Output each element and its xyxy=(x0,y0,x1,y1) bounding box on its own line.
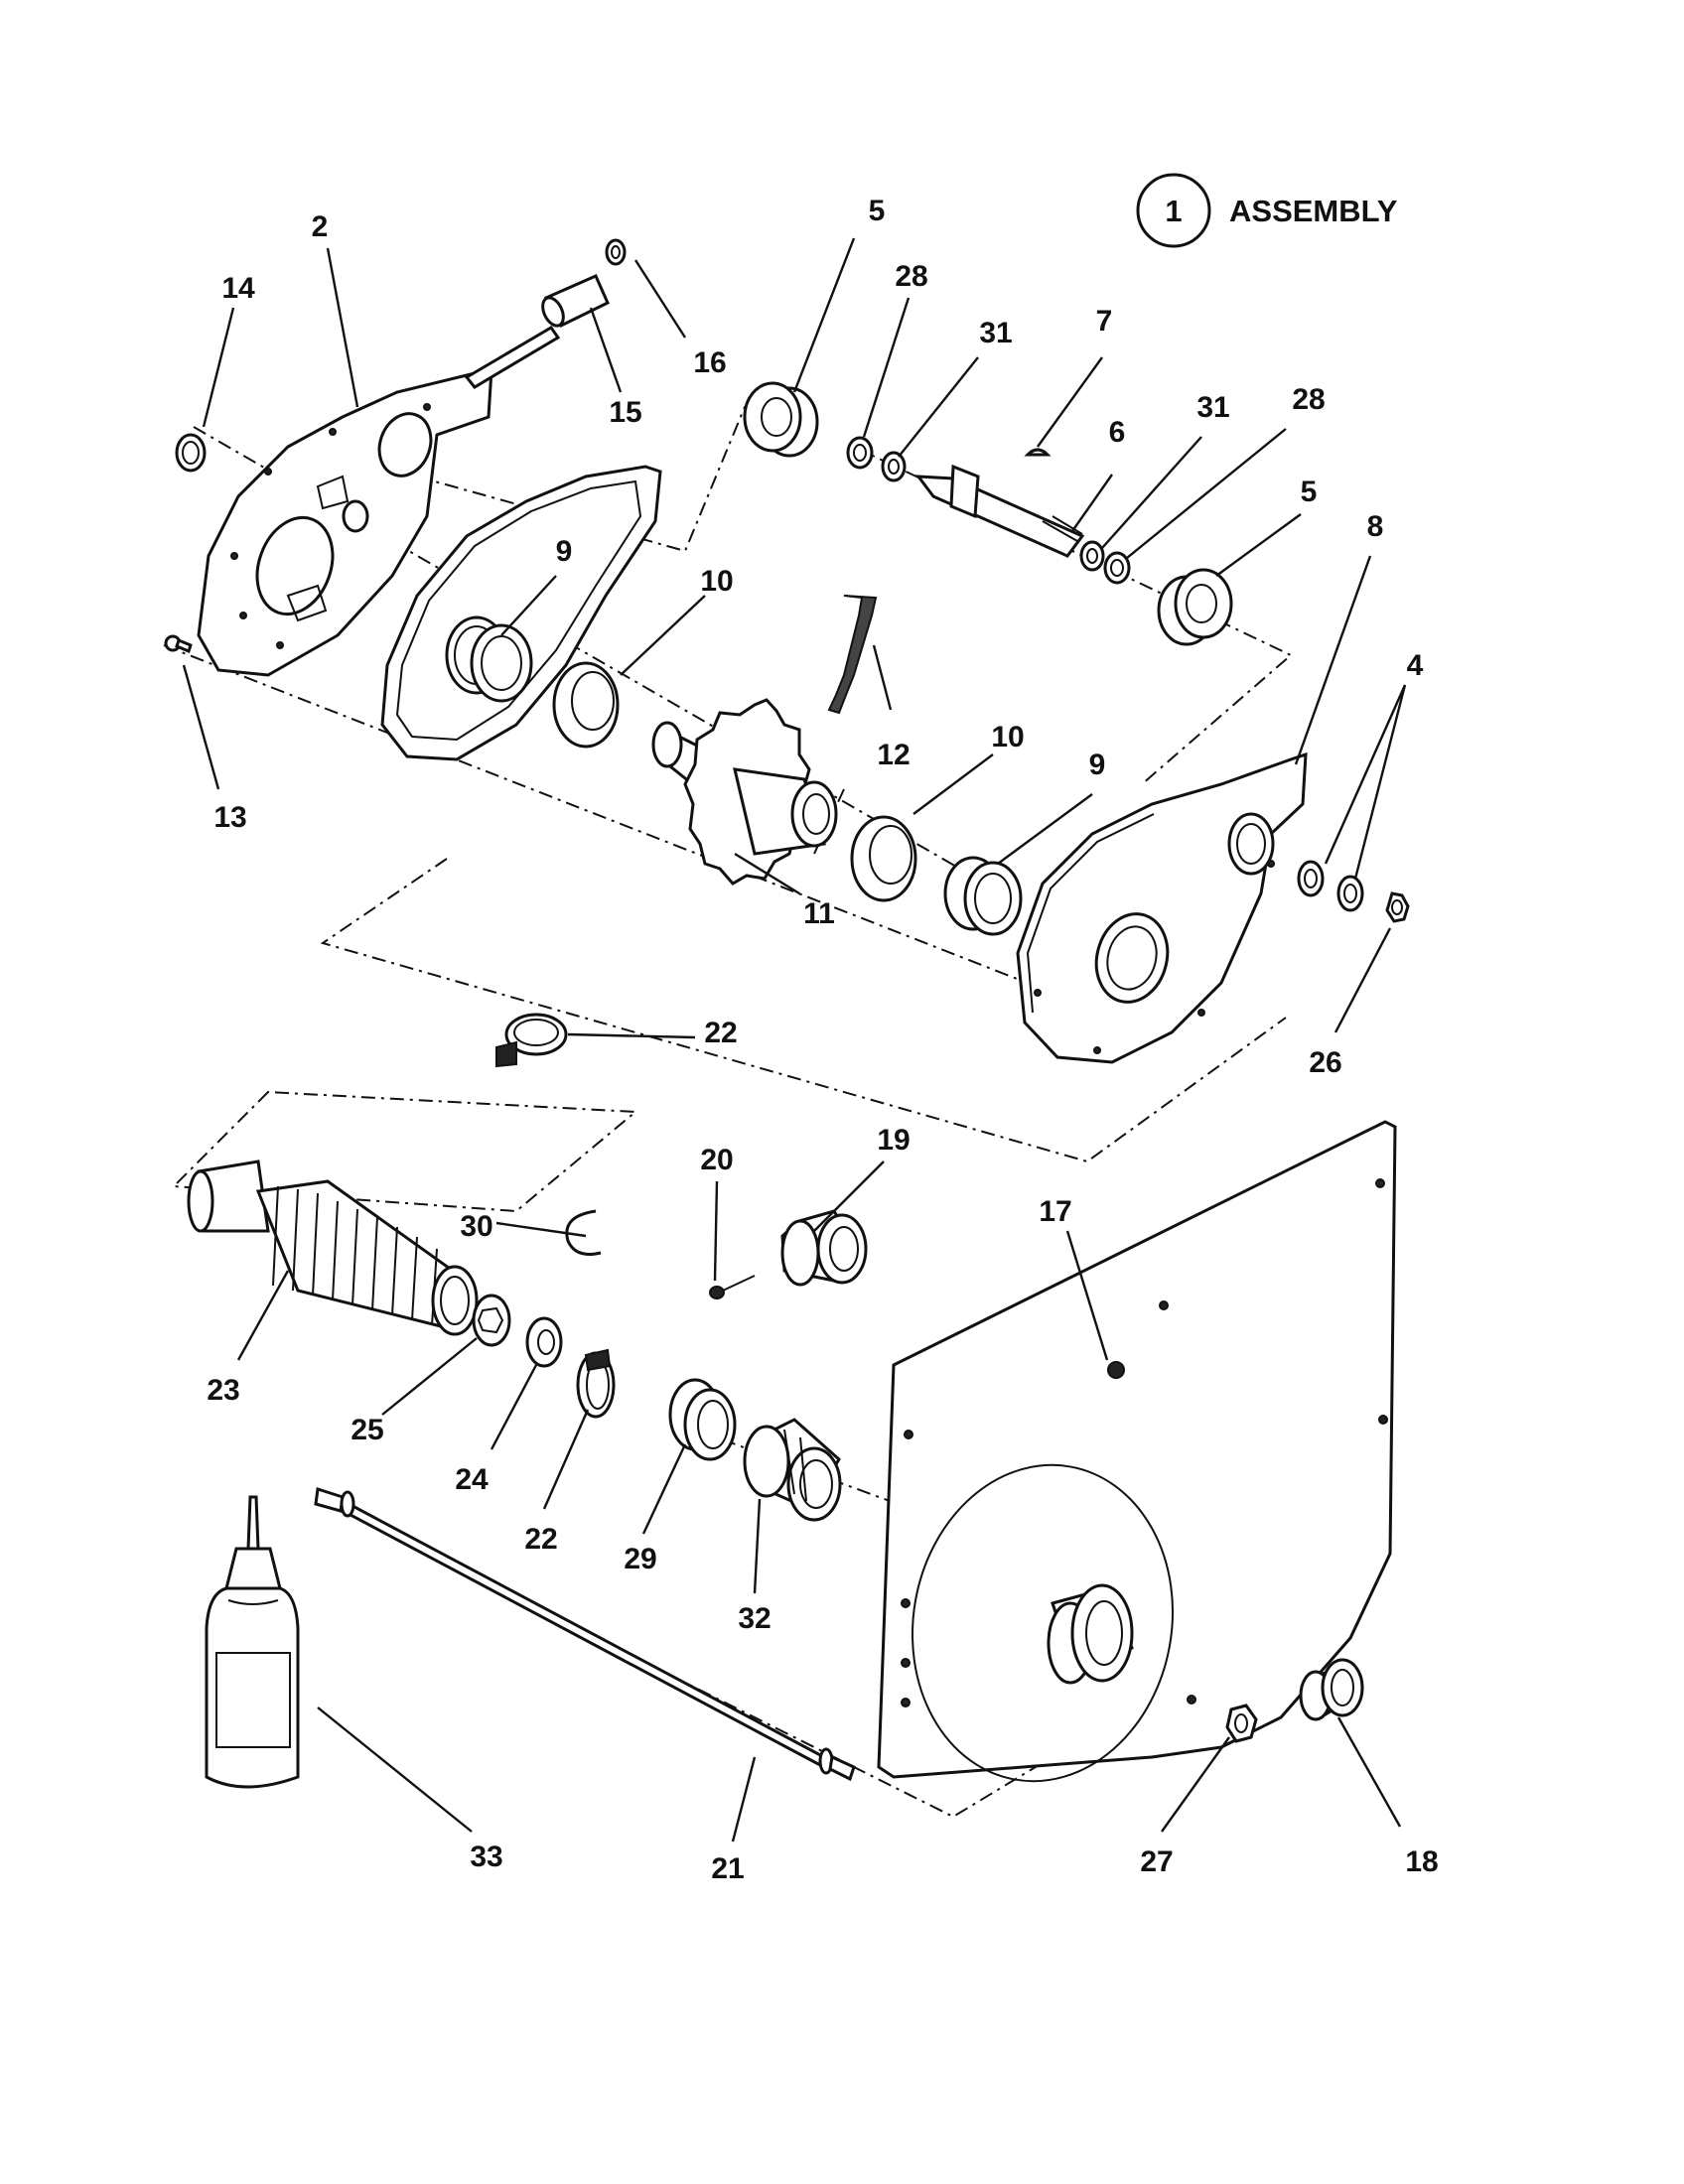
bearing-5-left xyxy=(743,381,819,458)
chain-12 xyxy=(827,595,878,715)
washer-31-right xyxy=(1079,540,1105,572)
case-half-left xyxy=(197,367,493,677)
callout-4: 4 xyxy=(1407,649,1424,682)
case-half-right xyxy=(1016,751,1308,1064)
bushing-29 xyxy=(668,1378,737,1461)
washers-4 xyxy=(1297,860,1364,912)
assembly-number: 1 xyxy=(1165,194,1182,228)
callout-29: 29 xyxy=(624,1543,656,1575)
seal-10-right xyxy=(850,815,917,902)
callout-13: 13 xyxy=(213,801,246,834)
callout-33: 33 xyxy=(470,1841,502,1873)
clip-16 xyxy=(605,238,627,266)
callout-21: 21 xyxy=(711,1852,744,1885)
clamp-22-lower xyxy=(576,1348,616,1419)
bolt-13 xyxy=(164,634,193,654)
callout-8: 8 xyxy=(1367,510,1384,543)
rod-21 xyxy=(314,1487,856,1782)
callout-5-top: 5 xyxy=(869,195,886,227)
callout-18: 18 xyxy=(1405,1845,1438,1878)
bearing-9-right xyxy=(943,856,1023,936)
nut-26 xyxy=(1385,891,1410,923)
pin-20 xyxy=(709,1275,756,1299)
seal-10-left xyxy=(552,661,620,749)
callout-14: 14 xyxy=(221,272,255,305)
nut-27 xyxy=(1225,1704,1258,1743)
washer-28-left xyxy=(846,436,874,470)
coupling-32 xyxy=(743,1418,842,1522)
callout-31-left: 31 xyxy=(979,317,1012,349)
assembly-title: 1 ASSEMBLY xyxy=(1136,173,1398,248)
assembly-label: ASSEMBLY xyxy=(1229,194,1398,228)
callout-10-left: 10 xyxy=(700,565,733,598)
callout-5-right: 5 xyxy=(1301,476,1318,508)
bearing-5-right xyxy=(1157,568,1233,646)
callout-19: 19 xyxy=(877,1124,910,1157)
housing-17 xyxy=(877,1120,1397,1783)
callout-15: 15 xyxy=(609,396,641,429)
callout-24: 24 xyxy=(455,1463,489,1496)
callout-26: 26 xyxy=(1309,1046,1341,1079)
bearing-9-left xyxy=(445,615,533,703)
callouts: 2 14 16 15 13 5 28 31 7 6 31 28 5 8 4 9 … xyxy=(207,195,1438,1885)
callout-9-right: 9 xyxy=(1089,749,1106,781)
callout-2: 2 xyxy=(312,210,329,243)
washer-25 xyxy=(472,1294,511,1347)
clamp-22-upper xyxy=(495,1013,568,1068)
key-7 xyxy=(1024,448,1052,457)
callout-30: 30 xyxy=(460,1210,492,1243)
collar-18 xyxy=(1299,1658,1364,1721)
leader-lines xyxy=(182,237,1407,1843)
callout-22-upper: 22 xyxy=(704,1017,737,1049)
callout-22-lower: 22 xyxy=(524,1523,557,1556)
callout-27: 27 xyxy=(1140,1845,1173,1878)
callout-9-left: 9 xyxy=(556,535,573,568)
callout-28-right: 28 xyxy=(1292,383,1325,416)
snap-ring-30 xyxy=(565,1209,602,1256)
assembly-number-circle xyxy=(1136,173,1211,248)
callout-23: 23 xyxy=(207,1374,239,1407)
callout-11: 11 xyxy=(803,897,835,930)
callout-7: 7 xyxy=(1096,305,1113,338)
callout-10-right: 10 xyxy=(991,721,1024,753)
callout-6: 6 xyxy=(1109,416,1126,449)
plug-14 xyxy=(175,433,207,473)
washer-28-right xyxy=(1103,551,1131,585)
callout-31-right: 31 xyxy=(1196,391,1229,424)
callout-32: 32 xyxy=(738,1602,771,1635)
sprocket-11 xyxy=(651,698,838,886)
callout-17: 17 xyxy=(1039,1195,1071,1228)
washer-31-left xyxy=(881,451,907,482)
callout-25: 25 xyxy=(351,1414,383,1446)
callout-12: 12 xyxy=(877,739,910,771)
callout-28-left: 28 xyxy=(895,260,927,293)
callout-20: 20 xyxy=(700,1144,733,1176)
oil-bottle-33 xyxy=(205,1495,300,1789)
washer-24 xyxy=(525,1316,563,1368)
shaft-6 xyxy=(914,464,1085,558)
callout-16: 16 xyxy=(693,346,726,379)
boot-23 xyxy=(187,1160,479,1336)
shaft-15 xyxy=(464,274,610,389)
